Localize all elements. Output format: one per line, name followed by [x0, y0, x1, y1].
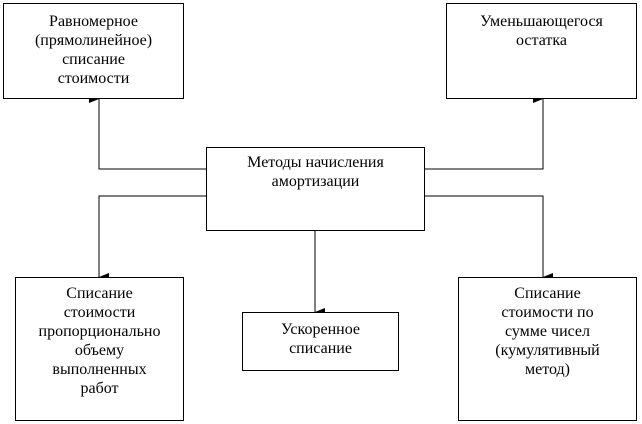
node-bottom-left: Списание стоимости пропорционально объем…	[15, 277, 184, 421]
node-text: стоимости	[63, 304, 136, 321]
node-text: Равномерное	[49, 13, 138, 30]
node-text: стоимости по	[501, 304, 594, 321]
node-top-right: Уменьшающегося остатка	[446, 3, 637, 99]
node-center: Методы начисления амортизации	[206, 147, 425, 231]
node-text: списание	[289, 340, 352, 357]
node-text: остатка	[516, 32, 567, 49]
node-text: амортизации	[271, 173, 360, 190]
node-text: метод)	[524, 361, 570, 378]
node-text: сумме чисел	[504, 323, 591, 340]
arrow-to-bottom-left	[98, 195, 206, 281]
node-text: Ускоренное	[281, 321, 360, 338]
node-text: Уменьшающегося	[480, 13, 603, 30]
node-text: пропорционально	[38, 323, 161, 340]
node-bottom-center: Ускоренное списание	[242, 312, 399, 371]
node-text: работ	[80, 380, 119, 397]
node-text: стоимости	[57, 70, 130, 87]
node-top-left: Равномерное (прямолинейное) списание сто…	[3, 3, 184, 99]
node-text: списание	[62, 51, 125, 68]
node-text: Методы начисления	[247, 154, 384, 171]
node-text: (кумулятивный	[495, 342, 600, 359]
arrow-to-top-right	[424, 95, 544, 170]
node-text: (прямолинейное)	[34, 32, 153, 49]
node-text: объему	[74, 342, 125, 359]
node-text: Списание	[514, 285, 581, 302]
node-text: выполненных	[52, 361, 147, 378]
arrow-to-bottom-right	[424, 195, 553, 281]
node-text: Списание	[66, 285, 133, 302]
node-bottom-right: Списание стоимости по сумме чисел (кумул…	[458, 277, 637, 421]
arrow-to-top-left	[89, 95, 206, 170]
